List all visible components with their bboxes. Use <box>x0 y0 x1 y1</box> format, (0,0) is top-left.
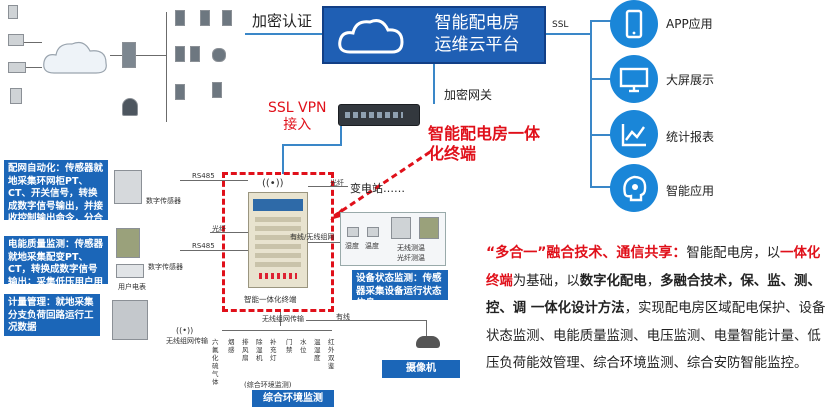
network-cluster <box>0 0 250 130</box>
encrypted-auth-label: 加密认证 <box>252 12 313 30</box>
ring-main-unit-icon <box>114 170 142 204</box>
env-sensor: 排风扇 <box>242 338 249 362</box>
env-group-label: (综合环境监测) <box>244 381 292 389</box>
server-icon <box>190 46 200 62</box>
device-status-panel: 设备状态监测：传感器采集设备运行状态信息 <box>352 270 448 309</box>
env-sensor: 温湿度 <box>314 338 321 362</box>
vpn-label: SSL VPN 接入 <box>268 100 327 133</box>
server-icon <box>175 10 185 26</box>
env-sensor: 补充灯 <box>270 338 277 362</box>
rs485-label-2: RS485 <box>192 242 215 250</box>
server-icon <box>175 84 185 100</box>
rs485-label-1: RS485 <box>192 172 215 180</box>
metering-panel: 计量管理：就地采集分支负荷回路运行工况数据 <box>4 294 100 336</box>
wireless-net-label-2: 无线组网传输 <box>262 315 304 323</box>
encrypted-gateway-label: 加密网关 <box>444 88 493 102</box>
env-sensor: 六氟化硫气体 <box>212 338 219 386</box>
firewall-icon <box>122 42 136 68</box>
ssl-label: SSL <box>552 20 569 30</box>
operator-icon <box>122 98 138 116</box>
integrated-terminal-cabinet <box>248 192 308 288</box>
app-label: APP应用 <box>666 17 713 31</box>
monitor-icon <box>610 55 658 103</box>
fiber-temp-label: 光纤测温 <box>397 254 425 262</box>
wired-wireless-label: 有线/无线组网 <box>290 233 335 241</box>
env-sensor: 门禁 <box>286 338 293 354</box>
switchgear-icon <box>391 217 411 239</box>
cloud-platform-title: 智能配电房 运维云平台 <box>434 13 520 55</box>
optical-label-right: 光纤 <box>330 179 344 187</box>
digital-sensor-label-1: 数字传感器 <box>146 197 181 205</box>
server-icon <box>222 10 232 26</box>
transformer-small-icon <box>419 217 439 239</box>
power-quality-panel: 电能质量监测：传感器就地采集配变PT、CT，转换成数字信号输出；采集低压用户用电… <box>4 236 108 300</box>
wireless-net-label: 无线组网传输 <box>166 337 208 345</box>
wireless-temp-label: 无线测温 <box>397 244 425 252</box>
terminal-title: 智能配电房一体 化终端 <box>428 124 541 163</box>
phone-device-icon <box>8 5 18 19</box>
wireless-signal-icon: ((•)) <box>176 326 194 335</box>
app-phone-icon <box>610 0 658 48</box>
cloud-platform-box <box>322 6 546 64</box>
load-meter-cabinet-icon <box>112 300 148 340</box>
transformer-icon <box>116 228 140 258</box>
temperature-label: 温度 <box>365 242 379 250</box>
chart-icon <box>610 110 658 158</box>
terminal-name-label: 智能一体化终端 <box>244 295 297 304</box>
env-sensor-row: 六氟化硫气体 烟感 排风扇 除湿机 补充灯 门禁 水位 温湿度 红外双鉴 <box>210 332 344 388</box>
database-icon <box>212 48 226 62</box>
humidity-sensor-icon <box>347 227 359 237</box>
smart-app-label: 智能应用 <box>666 184 715 198</box>
env-sensor: 烟感 <box>228 338 235 354</box>
env-sensor: 除湿机 <box>256 338 263 362</box>
report-label: 统计报表 <box>666 130 715 144</box>
device-status-group: 湿度 温度 无线测温 光纤测温 <box>340 212 446 266</box>
user-meter-icon <box>116 264 144 278</box>
distribution-automation-panel: 配网自动化：传感器就地采集环网柜PT、CT、开关信号，转换成数字信号输出，并接收… <box>4 160 108 237</box>
tablet-icon <box>10 88 22 104</box>
server-icon <box>175 46 185 62</box>
temp-sensor-icon <box>367 227 379 237</box>
digital-sensor-label-2: 数字传感器 <box>148 263 183 271</box>
summary-paragraph: “多合一”融合技术、通信共享：智能配电房，以一体化终端为基础，以数字化配电，多融… <box>486 245 826 371</box>
env-sensor: 红外双鉴 <box>328 338 335 370</box>
server-icon <box>200 10 210 26</box>
optical-label-left: 光纤 <box>212 225 226 233</box>
camera-panel: 摄像机 <box>382 360 460 378</box>
env-monitor-panel: 综合环境监测 <box>252 390 334 407</box>
env-sensor: 水位 <box>300 338 307 354</box>
gateway-switch-icon <box>338 104 420 126</box>
brain-icon <box>610 164 658 212</box>
internet-cloud-icon <box>43 41 107 74</box>
camera-icon <box>416 336 440 348</box>
pc-user-icon <box>8 34 24 46</box>
wireless-signal-icon: ((•)) <box>262 178 284 189</box>
substation-label: 变电站…… <box>350 182 405 195</box>
server-icon <box>212 82 222 98</box>
humidity-label: 湿度 <box>345 242 359 250</box>
cloud-icon <box>338 19 404 54</box>
wired-label: 有线 <box>336 313 350 321</box>
laptop-icon <box>8 62 26 73</box>
user-meter-label: 用户电表 <box>118 283 146 291</box>
big-screen-label: 大屏展示 <box>666 73 715 87</box>
